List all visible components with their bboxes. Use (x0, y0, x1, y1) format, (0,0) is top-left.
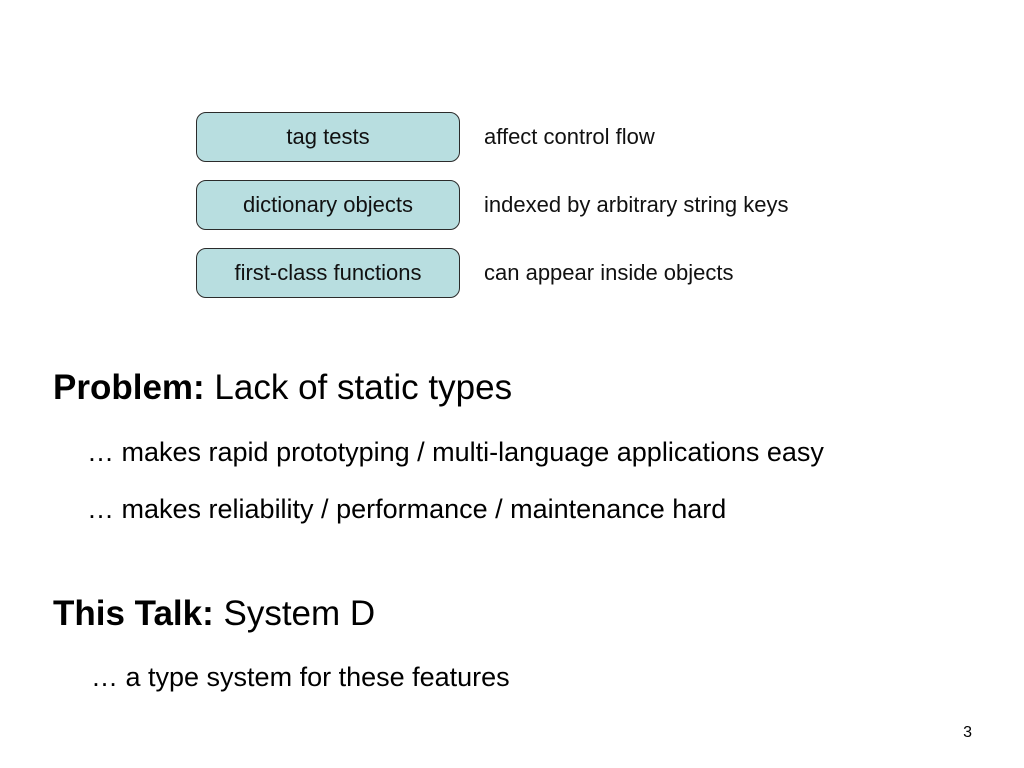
feature-label: tag tests (286, 124, 370, 149)
talk-heading-lead: This Talk: (53, 594, 214, 633)
feature-description: indexed by arbitrary string keys (484, 192, 789, 217)
feature-row-first-class-functions: first-class functions can appear inside … (196, 247, 734, 299)
problem-heading-lead: Problem: (53, 368, 205, 407)
feature-label: dictionary objects (243, 192, 413, 217)
problem-heading: Problem: Lack of static types (53, 368, 512, 408)
talk-heading: This Talk: System D (53, 594, 375, 634)
talk-heading-text: System D (213, 594, 376, 633)
feature-description: can appear inside objects (484, 260, 734, 285)
feature-box-dictionary-objects: dictionary objects (196, 180, 460, 230)
problem-point: … makes reliability / performance / main… (87, 494, 727, 524)
feature-description: affect control flow (484, 124, 655, 149)
feature-box-first-class-functions: first-class functions (196, 248, 460, 298)
talk-point: … a type system for these features (91, 662, 510, 692)
feature-label: first-class functions (234, 260, 422, 285)
feature-row-dictionary-objects: dictionary objects indexed by arbitrary … (196, 179, 788, 231)
problem-heading-text: Lack of static types (204, 368, 513, 407)
slide-number: 3 (963, 724, 972, 741)
problem-point: … makes rapid prototyping / multi-langua… (87, 437, 824, 467)
feature-row-tag-tests: tag tests affect control flow (196, 111, 655, 163)
feature-box-tag-tests: tag tests (196, 112, 460, 162)
